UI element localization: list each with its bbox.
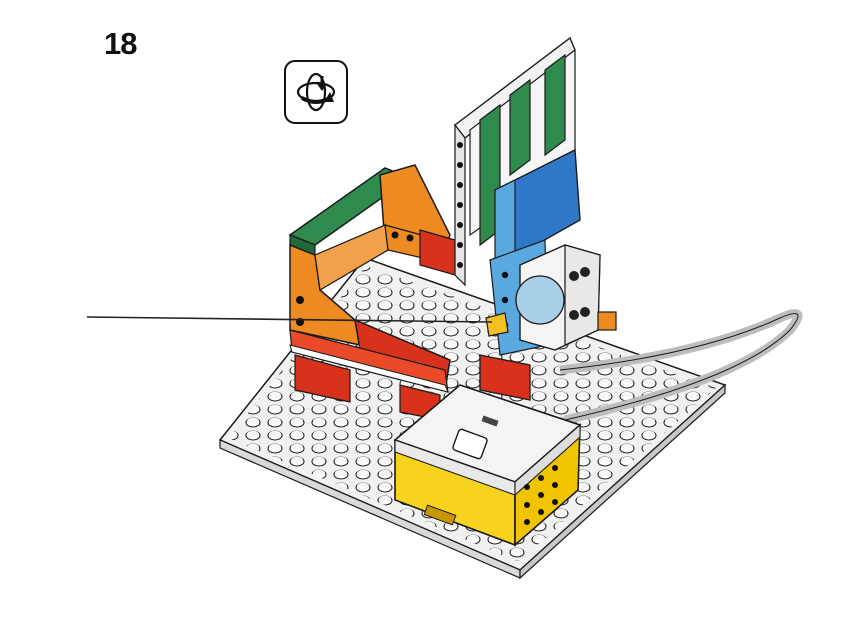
rotate-model-icon: [284, 60, 348, 124]
pointer-line: [86, 316, 493, 323]
motor: [515, 244, 601, 351]
yellow-axle: [485, 312, 509, 337]
red-brick: [479, 354, 531, 401]
orange-connector: [597, 311, 617, 331]
step-number: 18: [104, 26, 137, 61]
hub: [393, 384, 582, 547]
ramp-assembly: [288, 164, 456, 421]
